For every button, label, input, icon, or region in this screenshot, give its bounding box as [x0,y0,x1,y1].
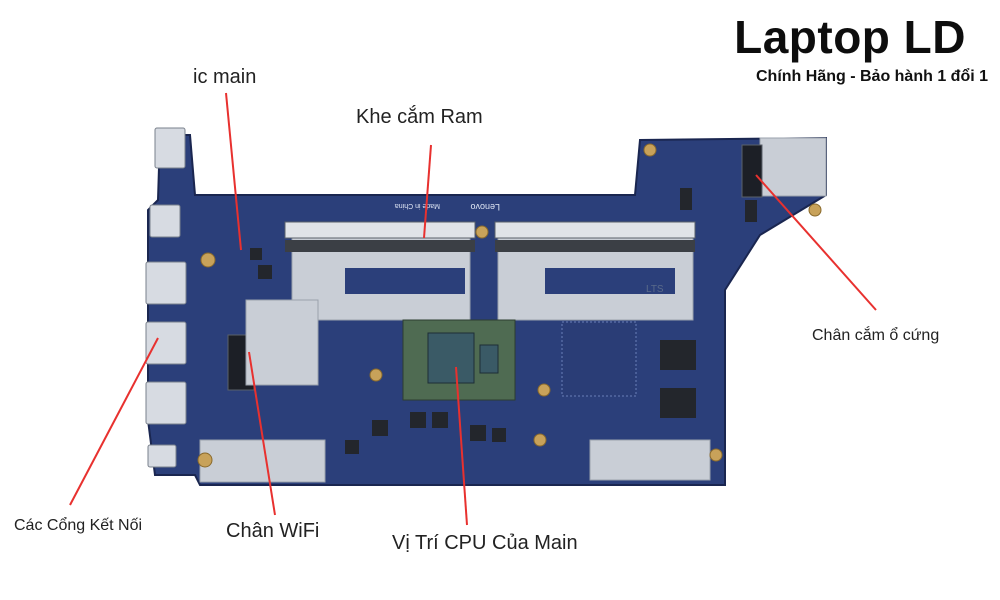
screw-pads [197,143,822,468]
io-ports [145,127,187,468]
hdd-connector [741,144,763,198]
callout-hdd-connector: Chân cắm ổ cứng [812,327,940,344]
callout-cpu: Vị Trí CPU Của Main [392,532,578,554]
brand-subtitle: Chính Hãng - Bảo hành 1 đổi 1 [756,68,988,85]
bga-area [561,321,637,397]
board-made-in: Made in China [395,202,440,209]
callout-ports: Các Cổng Kết Nối [14,517,143,534]
ram-slots [284,221,696,294]
brand-title: Laptop LD [734,11,966,63]
callout-pointers [69,92,877,526]
cpu-die [427,332,475,384]
callout-ic-main: ic main [193,66,257,88]
pch-die [479,344,499,374]
components [250,188,757,454]
callout-wifi: Chân WiFi [226,520,320,542]
board-brand-mark: Lenovo [470,202,500,212]
wifi-shield [245,299,319,386]
callout-ram-slot: Khe cắm Ram [356,106,483,128]
board-lts-mark: LTS [646,284,664,295]
